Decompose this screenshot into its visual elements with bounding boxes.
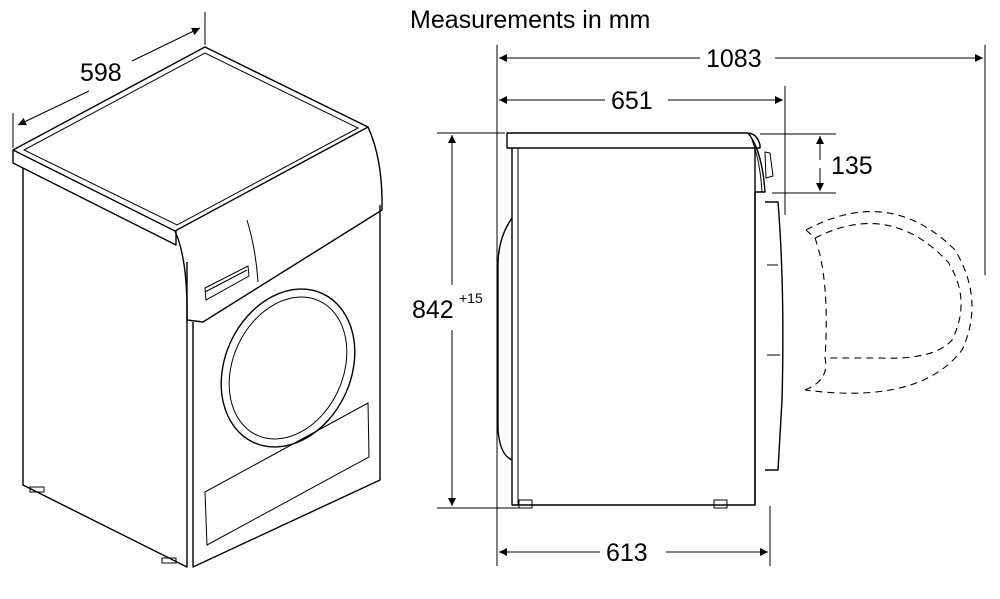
height-label: 842	[412, 296, 454, 324]
width-arrow-left	[17, 90, 90, 126]
depth-label: 651	[611, 87, 653, 115]
panel-height-label: 135	[831, 152, 873, 180]
control-panel	[174, 126, 383, 323]
total-depth-label: 1083	[706, 45, 762, 73]
diagram-title: Measurements in mm	[410, 6, 650, 34]
door-outer	[220, 288, 356, 448]
door-open-edge	[804, 229, 827, 391]
base-depth-label: 613	[606, 539, 648, 567]
width-label: 598	[80, 59, 122, 87]
height-tolerance: +15	[459, 290, 483, 306]
filter-flap	[204, 402, 370, 546]
isometric-view: 598	[12, 12, 383, 568]
feet	[29, 486, 177, 564]
display-window	[204, 265, 250, 301]
rear-bulge	[497, 217, 513, 461]
door-inner	[228, 296, 348, 440]
door-side	[765, 201, 784, 471]
door-open-inner	[814, 223, 962, 359]
width-arrow-right	[131, 27, 201, 62]
side-view: 1083 651 842 +15 135 613	[412, 45, 986, 567]
top-panel	[12, 46, 369, 232]
door-open-outer	[804, 211, 973, 394]
side-top-slab	[506, 132, 761, 149]
side-feet	[518, 499, 728, 509]
